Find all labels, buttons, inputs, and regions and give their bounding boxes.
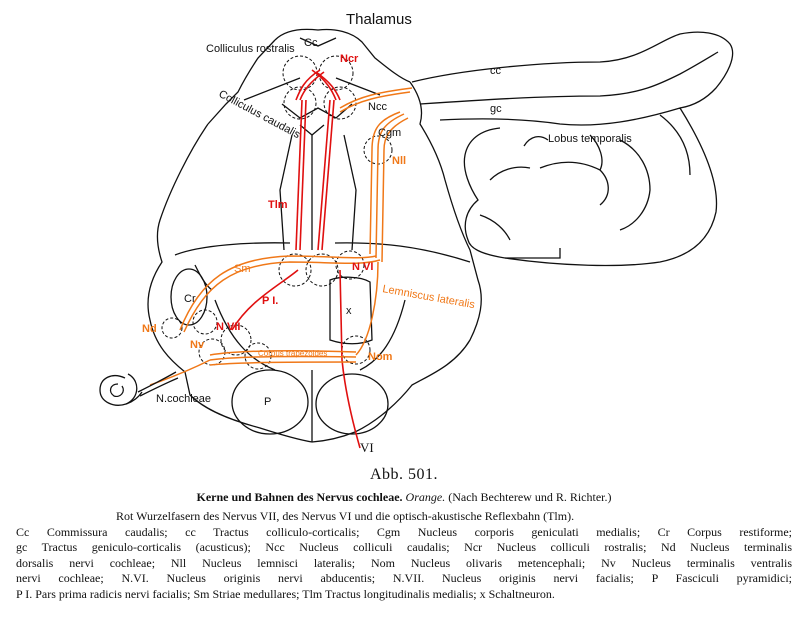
label-nv: Nv bbox=[190, 339, 205, 351]
label-nvii: N VII bbox=[216, 321, 240, 333]
figure-title-main: Kerne und Bahnen des Nervus cochleae. bbox=[196, 490, 403, 504]
caption-line: nervi cochleae; N.VI. Nucleus originis n… bbox=[16, 571, 792, 585]
figure-caption: Abb. 501. Kerne und Bahnen des Nervus co… bbox=[16, 466, 792, 602]
caption-line: Rot Wurzelfasern des Nervus VII, des Ner… bbox=[116, 509, 575, 523]
label-cc-tract: cc bbox=[490, 65, 502, 77]
caption-line: dorsalis nervi cochleae; Nll Nucleus lem… bbox=[16, 555, 792, 570]
temporal-lobe-outline bbox=[411, 31, 734, 267]
label-cgm: Cgm bbox=[378, 127, 401, 139]
label-colliculus-rostralis: Colliculus rostralis bbox=[206, 43, 295, 55]
red-pathways bbox=[231, 69, 361, 449]
cochlear-pathway-diagram: Thalamus Colliculus rostralis Cc Ncr Col… bbox=[99, 11, 734, 455]
caption-line: gc Tractus geniculo-corticalis (acusticu… bbox=[16, 540, 792, 554]
label-nom: Nom bbox=[368, 351, 393, 363]
label-lobus-temporalis: Lobus temporalis bbox=[548, 133, 632, 145]
label-lemniscus-lateralis: Lemniscus lateralis bbox=[381, 283, 476, 311]
label-tlm: Tlm bbox=[268, 199, 288, 211]
label-p: P bbox=[264, 396, 271, 408]
label-ncc: Ncc bbox=[368, 101, 387, 113]
label-thalamus: Thalamus bbox=[346, 11, 412, 28]
cochlea-spiral bbox=[99, 373, 143, 406]
label-nll: Nll bbox=[392, 155, 406, 167]
label-corpus-trapezoides: Corpus trapezoides bbox=[258, 349, 327, 358]
caption-line: Cc Commissura caudalis; cc Tractus colli… bbox=[16, 524, 792, 539]
figure-number: Abb. 501. bbox=[369, 466, 439, 483]
brainstem-outline bbox=[147, 28, 482, 443]
label-vi: VI bbox=[360, 440, 374, 455]
cochlear-nerve bbox=[137, 371, 179, 397]
figure-title: Kerne und Bahnen des Nervus cochleae. Or… bbox=[16, 490, 792, 505]
label-cc-commissure: Cc bbox=[304, 37, 318, 49]
label-nd: Nd bbox=[142, 323, 157, 335]
caption-line: P I. Pars prima radicis nervi facialis; … bbox=[16, 586, 555, 601]
label-nvi: N VI bbox=[352, 261, 373, 273]
label-pi: P I. bbox=[262, 295, 278, 307]
label-n-cochleae: N.cochleae bbox=[156, 393, 211, 405]
label-ncr: Ncr bbox=[340, 53, 359, 65]
label-x: x bbox=[346, 305, 352, 317]
figure-title-italic: Orange. bbox=[405, 490, 446, 504]
label-gc-tract: gc bbox=[490, 103, 502, 115]
label-sm: Sm bbox=[234, 263, 251, 275]
label-cr: Cr bbox=[184, 293, 196, 305]
figure-title-source: (Nach Bechterew und R. Richter.) bbox=[448, 490, 612, 504]
orange-pathways bbox=[149, 87, 413, 386]
